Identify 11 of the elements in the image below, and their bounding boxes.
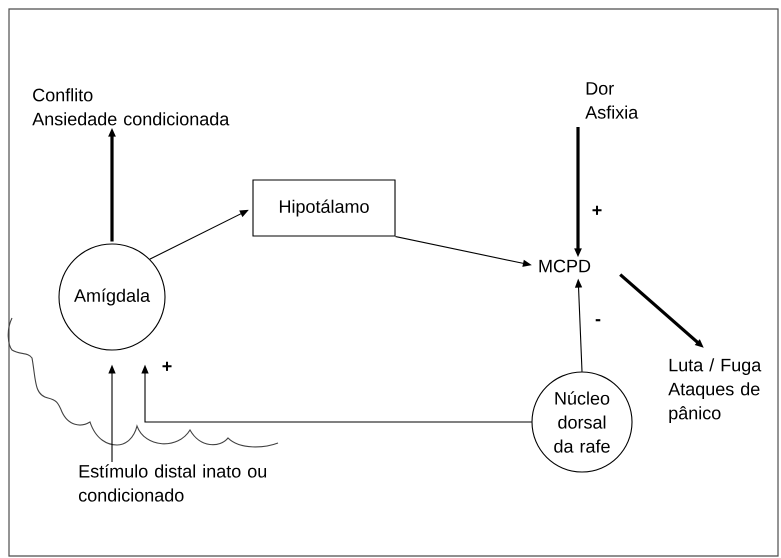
edge-label: - [596,319,600,322]
process-box: Hipotálamo [252,179,396,237]
circle-node: Amígdala [58,243,166,351]
edge-label: + [162,362,172,371]
text-label: MCPD [539,260,590,272]
edge-label: + [592,206,602,215]
text-label: Estímulo distal inato ou condicionado [78,464,266,502]
text-label: Conflito Ansiedade condicionada [32,88,230,126]
circle-node: Núcleo dorsal da rafe [531,371,633,473]
text-label: Luta / Fuga Ataques de pânico [668,358,762,423]
text-label: Dor Asfixia [585,82,638,119]
